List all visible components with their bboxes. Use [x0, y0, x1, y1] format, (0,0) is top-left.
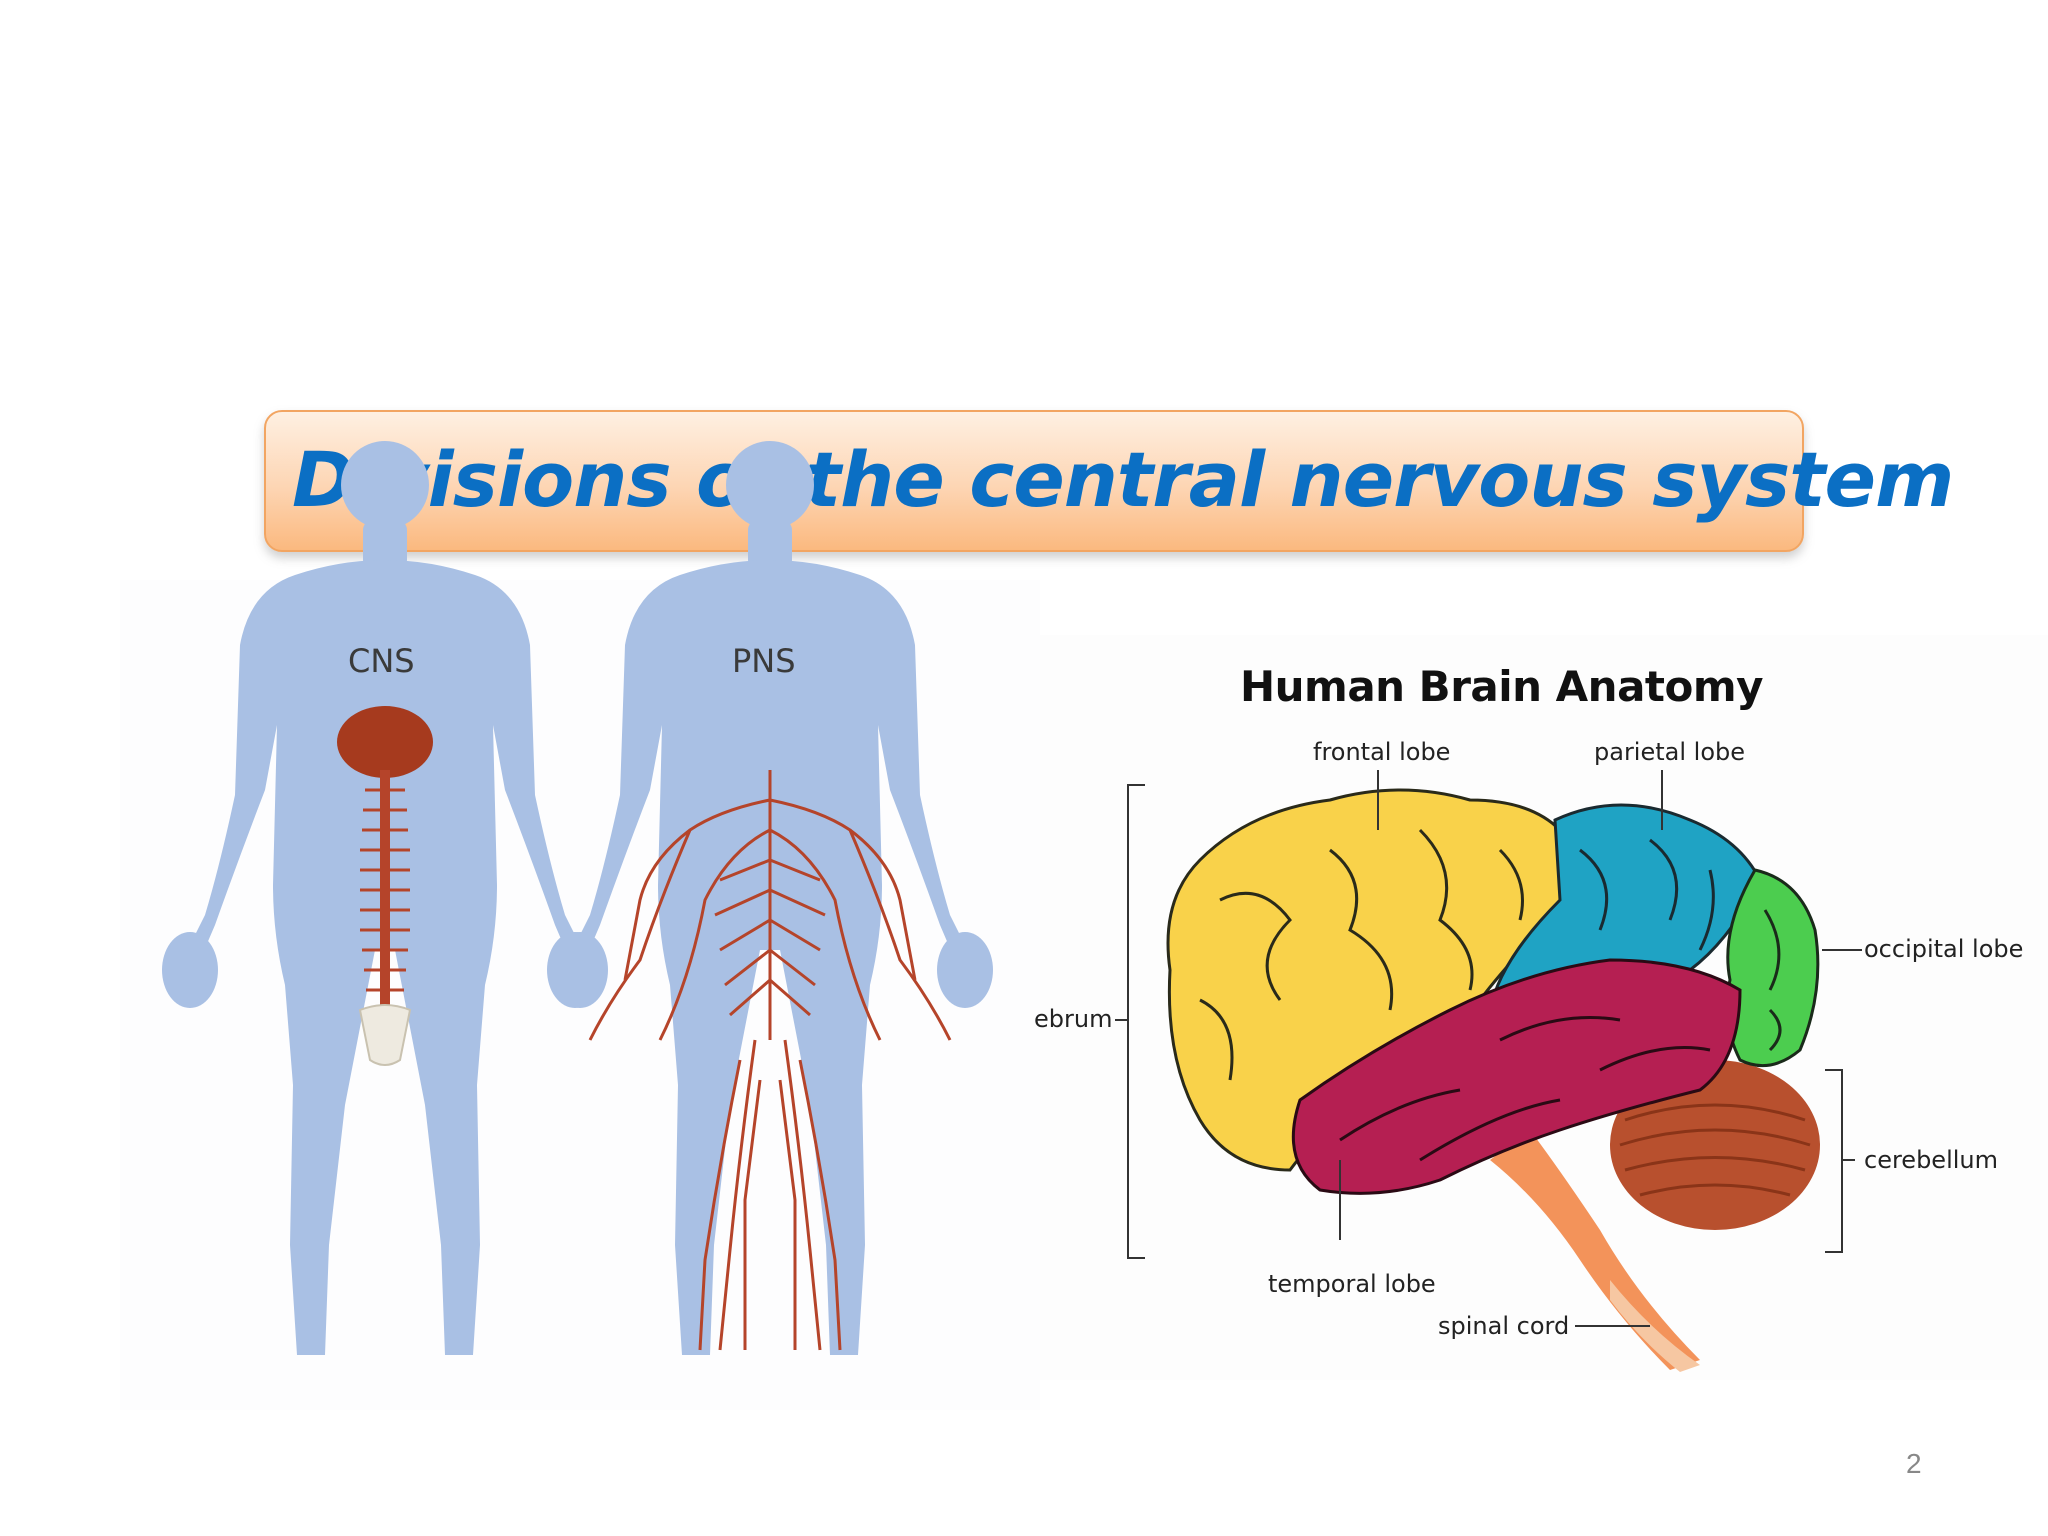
brain-figure-title: Human Brain Anatomy [1240, 662, 1764, 711]
cerebrum-label: ebrum [1034, 1005, 1113, 1033]
brain-illustration [1166, 788, 1820, 1372]
slide-title: Divisions of the central nervous system [292, 435, 1954, 524]
occipital-lobe-label: occipital lobe [1864, 935, 2024, 963]
parietal-lobe-label: parietal lobe [1594, 738, 1746, 766]
temporal-lobe-label: temporal lobe [1268, 1270, 1436, 1298]
page-number: 2 [1906, 1448, 1922, 1479]
spinal-cord-label: spinal cord [1438, 1312, 1570, 1340]
cns-label: CNS [348, 642, 415, 680]
brain-label-leaders [1115, 770, 1862, 1327]
cerebellum-label: cerebellum [1864, 1146, 1998, 1174]
frontal-lobe-label: frontal lobe [1313, 738, 1451, 766]
cns-brain-and-spine [337, 706, 433, 1066]
title-banner: Divisions of the central nervous system [264, 410, 1954, 552]
pns-nerve-network [588, 770, 952, 1351]
pns-label: PNS [732, 642, 796, 680]
